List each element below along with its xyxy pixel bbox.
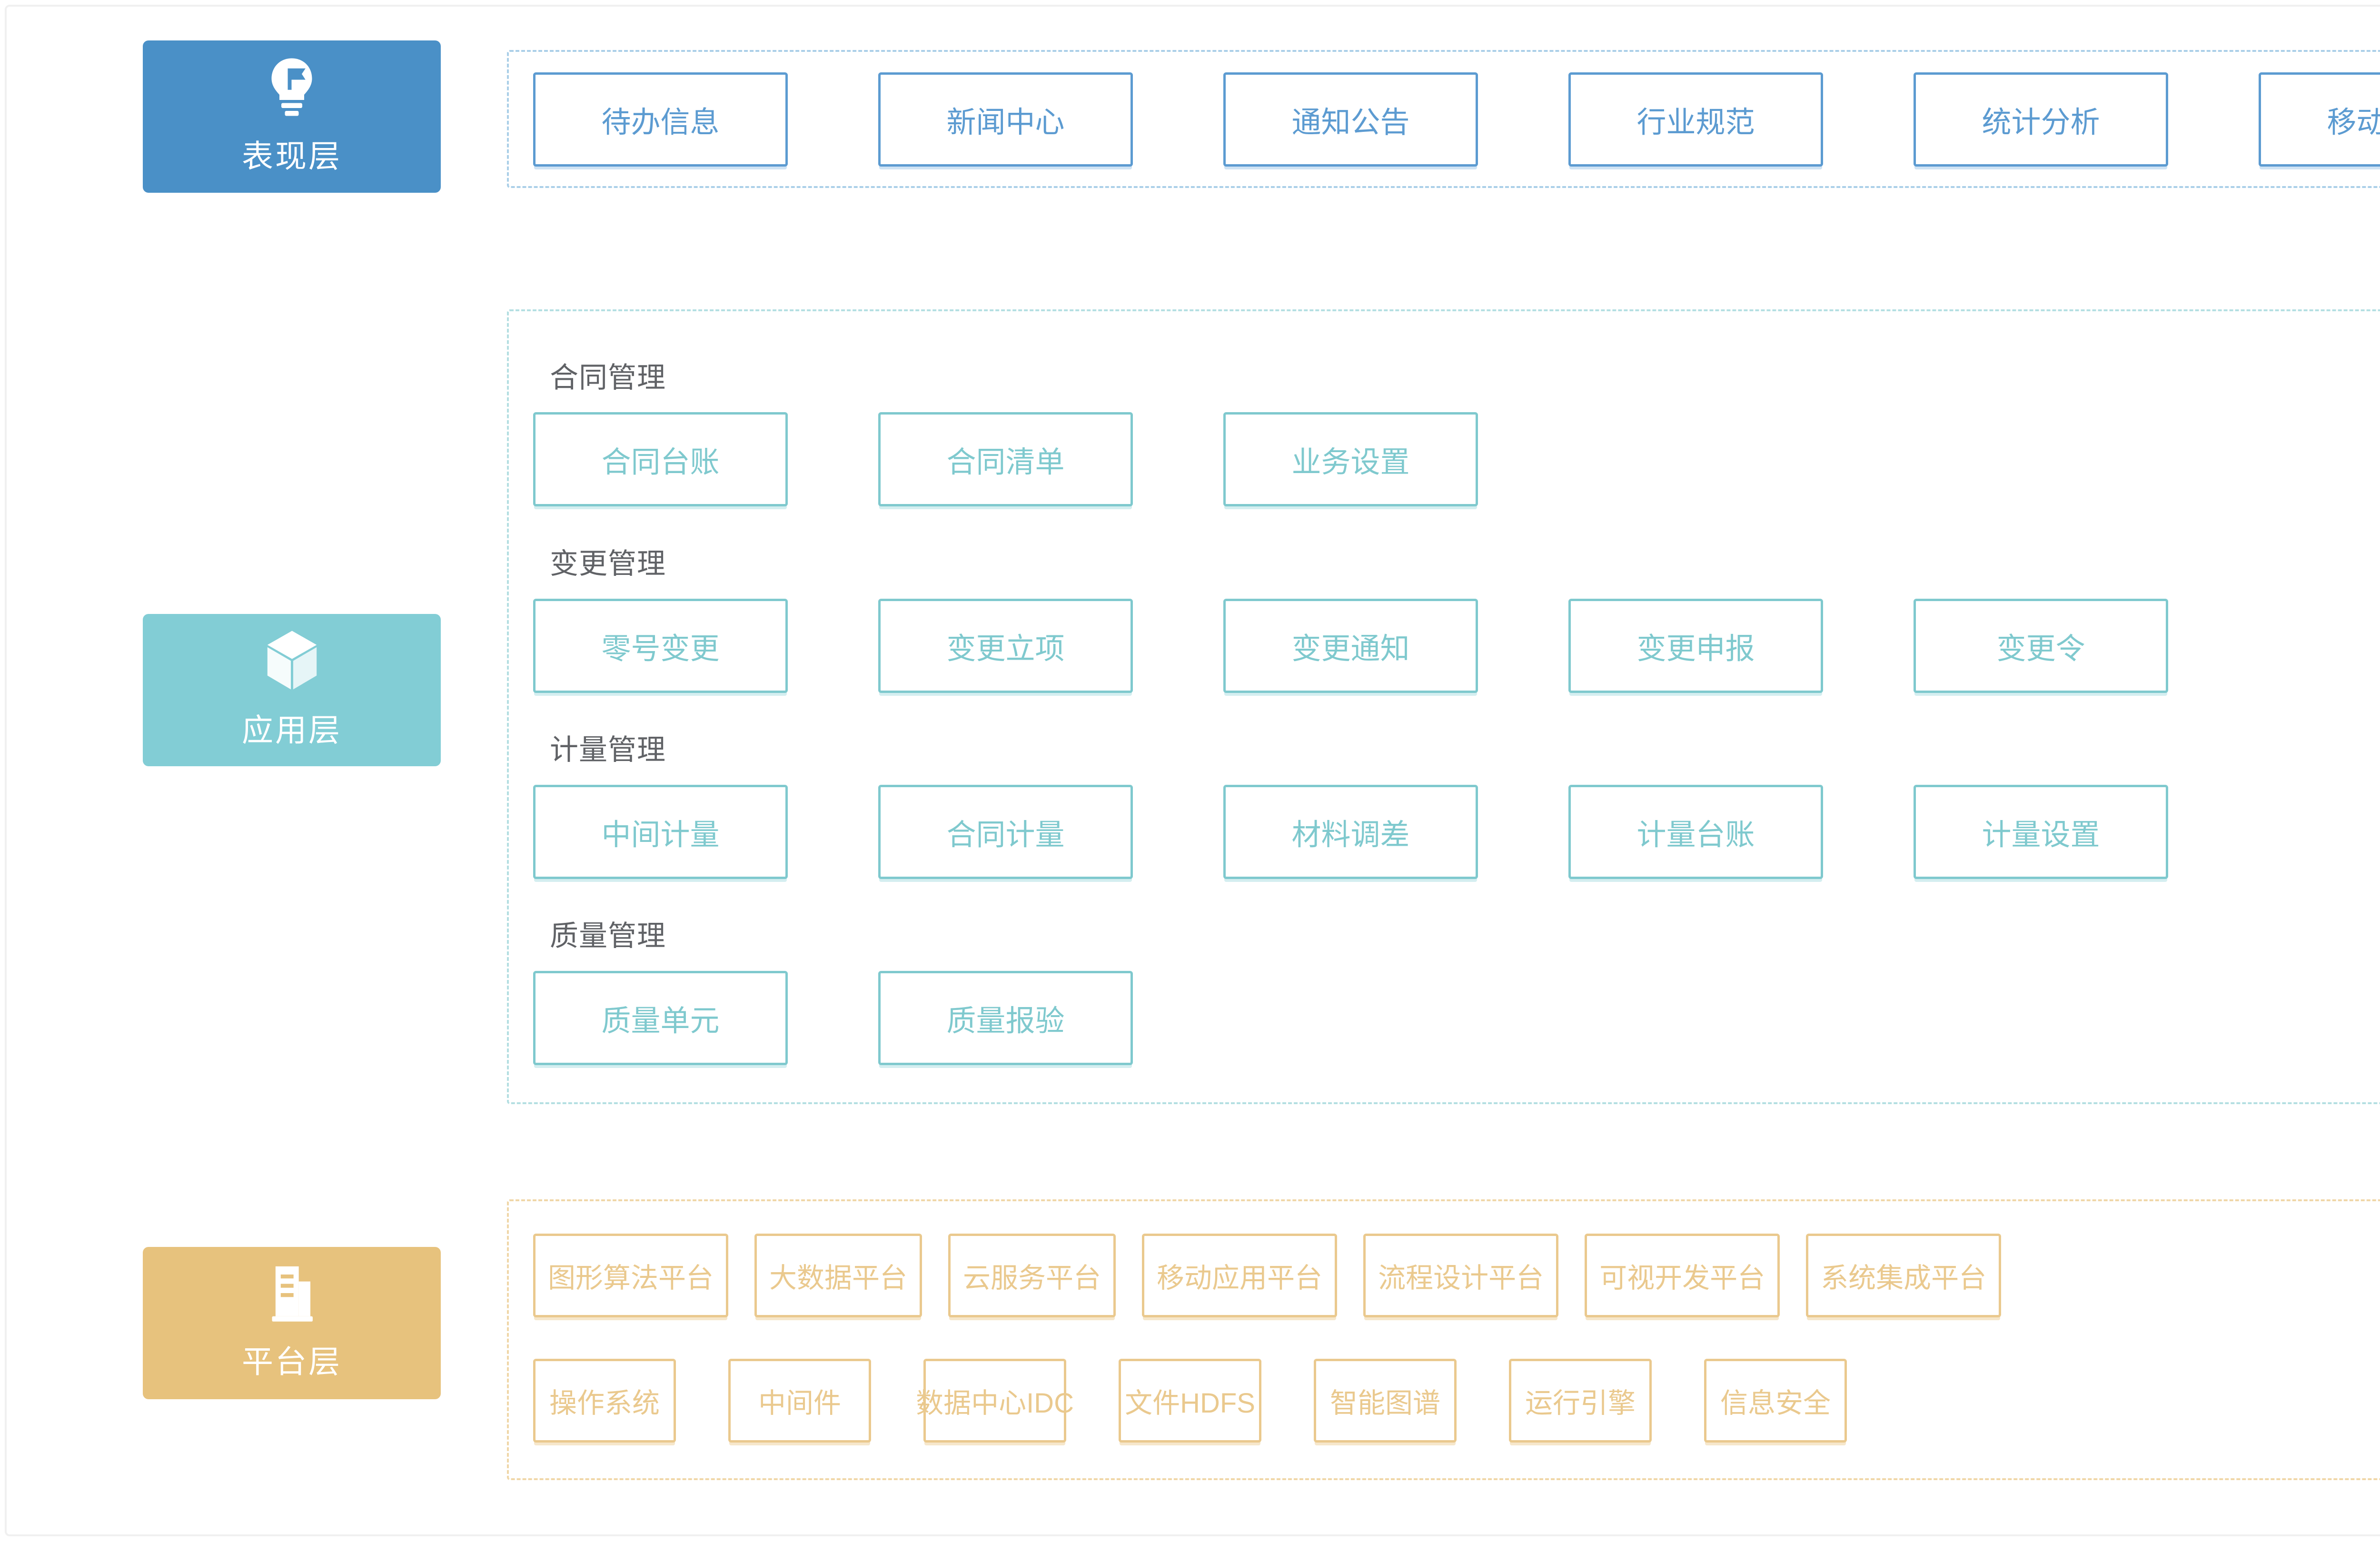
module-chip-visual-development-platform[interactable]: 可视开发平台 bbox=[1585, 1234, 1780, 1317]
module-chip-change-notice[interactable]: 变更通知 bbox=[1223, 599, 1478, 693]
module-chip-mobile-application-platform[interactable]: 移动应用平台 bbox=[1142, 1234, 1338, 1317]
application-group-row-contract: 合同台账 合同清单 业务设置 bbox=[533, 412, 1478, 506]
application-group-row-change: 零号变更 变更立项 变更通知 变更申报 变更令 bbox=[533, 599, 2168, 693]
module-chip-contract-measurement[interactable]: 合同计量 bbox=[878, 785, 1133, 879]
section-title-change-management: 变更管理 bbox=[550, 548, 666, 580]
presentation-module-group bbox=[507, 50, 2380, 188]
module-chip-statistical-analysis[interactable]: 统计分析 bbox=[1914, 72, 2168, 167]
layer-badge-label: 应用层 bbox=[242, 712, 342, 748]
module-chip-news-center[interactable]: 新闻中心 bbox=[878, 72, 1133, 167]
module-chip-graphics-algorithm-platform[interactable]: 图形算法平台 bbox=[533, 1234, 729, 1317]
module-chip-notice-announcement[interactable]: 通知公告 bbox=[1223, 72, 1478, 167]
module-chip-measurement-ledger[interactable]: 计量台账 bbox=[1568, 785, 1823, 879]
module-chip-mobile-application[interactable]: 移动应用 bbox=[2259, 72, 2380, 167]
module-chip-intelligent-graph[interactable]: 智能图谱 bbox=[1314, 1359, 1457, 1443]
module-chip-change-initiation[interactable]: 变更立项 bbox=[878, 599, 1133, 693]
building-icon bbox=[266, 1264, 317, 1322]
module-chip-measurement-settings[interactable]: 计量设置 bbox=[1914, 785, 2168, 879]
layer-badge-presentation[interactable]: 表现层 bbox=[143, 40, 441, 193]
module-chip-information-security[interactable]: 信息安全 bbox=[1704, 1359, 1847, 1443]
application-group-row-measurement: 中间计量 合同计量 材料调差 计量台账 计量设置 bbox=[533, 785, 2168, 879]
module-chip-quality-inspection[interactable]: 质量报验 bbox=[878, 971, 1133, 1065]
diagram-outer-frame bbox=[5, 5, 2380, 1536]
layer-badge-label: 平台层 bbox=[242, 1344, 342, 1379]
platform-module-row-1: 图形算法平台 大数据平台 云服务平台 移动应用平台 流程设计平台 可视开发平台 … bbox=[533, 1234, 2002, 1317]
module-chip-middleware[interactable]: 中间件 bbox=[728, 1359, 871, 1443]
application-group-row-quality: 质量单元 质量报验 bbox=[533, 971, 1133, 1065]
module-chip-interim-measurement[interactable]: 中间计量 bbox=[533, 785, 788, 879]
lightbulb-flag-icon bbox=[266, 57, 318, 117]
layer-badge-label: 表现层 bbox=[242, 138, 342, 174]
section-title-contract-management: 合同管理 bbox=[550, 362, 666, 394]
module-chip-change-order[interactable]: 变更令 bbox=[1914, 599, 2168, 693]
platform-module-row-2: 操作系统 中间件 数据中心IDC 文件HDFS 智能图谱 运行引擎 信息安全 bbox=[533, 1359, 1847, 1443]
module-chip-industry-standards[interactable]: 行业规范 bbox=[1568, 72, 1823, 167]
section-title-quality-management: 质量管理 bbox=[550, 920, 666, 952]
module-chip-process-design-platform[interactable]: 流程设计平台 bbox=[1363, 1234, 1559, 1317]
layer-badge-application[interactable]: 应用层 bbox=[143, 614, 441, 766]
module-chip-operating-system[interactable]: 操作系统 bbox=[533, 1359, 676, 1443]
module-chip-change-declaration[interactable]: 变更申报 bbox=[1568, 599, 1823, 693]
module-chip-system-integration-platform[interactable]: 系统集成平台 bbox=[1806, 1234, 2002, 1317]
module-chip-todo-info[interactable]: 待办信息 bbox=[533, 72, 788, 167]
module-chip-data-center-idc[interactable]: 数据中心IDC bbox=[916, 1359, 1074, 1443]
module-chip-contract-ledger[interactable]: 合同台账 bbox=[533, 412, 788, 506]
presentation-module-row: 待办信息 新闻中心 通知公告 行业规范 统计分析 移动应用 bbox=[533, 72, 2380, 167]
application-module-group bbox=[507, 309, 2380, 1104]
module-chip-big-data-platform[interactable]: 大数据平台 bbox=[754, 1234, 922, 1317]
module-chip-business-settings[interactable]: 业务设置 bbox=[1223, 412, 1478, 506]
cube-icon bbox=[265, 630, 319, 691]
section-title-measurement-management: 计量管理 bbox=[550, 734, 666, 766]
module-chip-zero-change[interactable]: 零号变更 bbox=[533, 599, 788, 693]
module-chip-quality-unit[interactable]: 质量单元 bbox=[533, 971, 788, 1065]
platform-module-group bbox=[507, 1199, 2380, 1480]
module-chip-file-hdfs[interactable]: 文件HDFS bbox=[1119, 1359, 1261, 1443]
module-chip-contract-list[interactable]: 合同清单 bbox=[878, 412, 1133, 506]
module-chip-runtime-engine[interactable]: 运行引擎 bbox=[1509, 1359, 1652, 1443]
layer-badge-platform[interactable]: 平台层 bbox=[143, 1247, 441, 1399]
module-chip-material-adjustment[interactable]: 材料调差 bbox=[1223, 785, 1478, 879]
module-chip-cloud-service-platform[interactable]: 云服务平台 bbox=[948, 1234, 1116, 1317]
